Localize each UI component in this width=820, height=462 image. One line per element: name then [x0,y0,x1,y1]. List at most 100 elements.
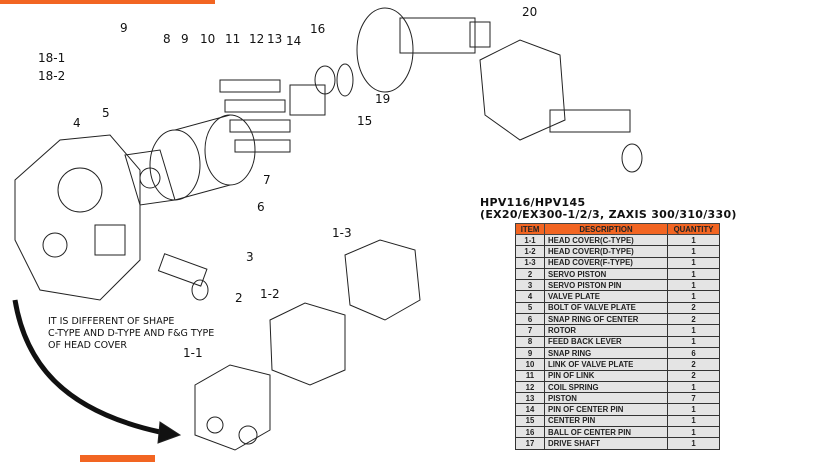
head-cover-note: IT IS DIFFERENT OF SHAPE C-TYPE AND D-TY… [48,316,214,352]
cell-item: 1-2 [515,245,545,258]
pump-assembly [479,39,643,173]
callout-2: 2 [235,291,243,305]
callout-14: 14 [286,34,302,48]
callout-1-1: 1-1 [183,346,203,360]
cell-qty: 1 [667,233,720,247]
cell-qty: 1 [667,290,720,303]
callout-4: 4 [73,116,81,130]
cell-qty: 2 [667,313,720,326]
callout-19: 19 [375,92,391,106]
cell-desc: BOLT OF VALVE PLATE [544,301,668,315]
callout-9a: 9 [120,21,128,35]
callout-12: 12 [249,32,265,46]
head-cover-main [14,134,141,301]
cell-desc: HEAD COVER(D-TYPE) [544,245,668,258]
callout-9b: 9 [181,32,189,46]
callout-8: 8 [163,32,171,46]
cell-qty: 2 [667,369,720,382]
cell-qty: 1 [667,437,720,450]
cell-qty: 1 [667,324,720,337]
model-title: HPV116/HPV145 [480,196,586,209]
cell-item: 11 [515,369,545,382]
header-item: ITEM [515,223,545,235]
cell-item: 8 [515,335,545,348]
callout-16: 16 [310,22,326,36]
cell-desc: BALL OF CENTER PIN [544,426,668,439]
center-pin [289,65,336,116]
cell-qty: 2 [667,358,720,371]
cell-item: 10 [515,358,545,371]
callout-6: 6 [257,200,265,214]
snap-ring-19 [336,63,354,97]
callout-1-2: 1-2 [260,287,280,301]
callout-1-3: 1-3 [332,226,352,240]
callout-15: 15 [357,114,373,128]
cell-qty: 2 [667,301,720,315]
brand-logo-partial [80,455,155,462]
callout-20: 20 [522,5,538,19]
cell-desc: SERVO PISTON [544,267,668,281]
model-subtitle: (EX20/EX300-1/2/3, ZAXIS 300/310/330) [480,208,737,221]
top-accent-bar [0,0,215,4]
cell-desc: COIL SPRING [544,380,668,394]
cell-desc: CENTER PIN [544,414,668,428]
cell-desc: SERVO PISTON PIN [544,279,668,292]
cell-desc: ROTOR [544,324,668,337]
cell-desc: PIN OF LINK [544,369,668,382]
callout-10: 10 [200,32,216,46]
cell-item: 4 [515,290,545,303]
cell-item: 1-3 [515,256,545,269]
servo-piston [157,253,209,301]
cell-desc: FEED BACK LEVER [544,335,668,348]
arrow-curve [12,299,161,435]
cell-qty: 1 [667,267,720,281]
cell-desc: HEAD COVER(C-TYPE) [544,233,668,247]
cell-item: 14 [515,403,545,416]
cell-qty: 7 [667,392,720,405]
callout-7: 7 [263,173,271,187]
cell-desc: PIN OF CENTER PIN [544,403,668,416]
pistons [219,79,291,153]
callout-13: 13 [267,32,283,46]
cell-qty: 1 [667,426,720,439]
cell-item: 13 [515,392,545,405]
cell-item: 6 [515,313,545,326]
cell-item: 15 [515,414,545,428]
header-description: DESCRIPTION [544,223,668,235]
cell-desc: SNAP RING OF CENTER [544,313,668,326]
arrow-head [157,421,182,444]
note-line: C-TYPE AND D-TYPE AND F&G TYPE [48,328,215,339]
cell-desc: DRIVE SHAFT [544,437,668,450]
cell-qty: 1 [667,279,720,292]
cell-desc: LINK OF VALVE PLATE [544,358,668,371]
cell-qty: 1 [667,380,720,394]
cell-item: 7 [515,324,545,337]
callout-11: 11 [225,32,241,46]
cell-item: 9 [515,346,545,360]
drive-shaft [356,7,491,93]
cell-item: 12 [515,380,545,394]
note-line: OF HEAD COVER [48,340,127,351]
cell-desc: PISTON [544,392,668,405]
cell-item: 1-1 [515,233,545,247]
cell-desc: SNAP RING [544,346,668,360]
head-cover-1-2 [269,302,346,386]
